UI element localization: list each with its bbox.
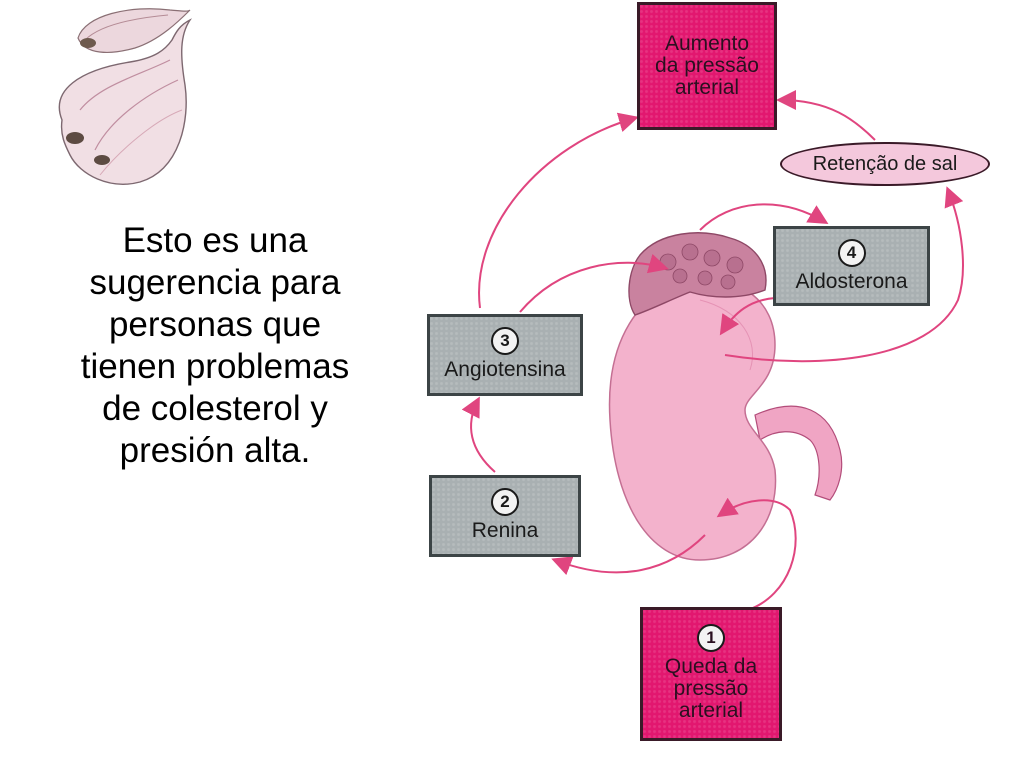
decreased-pressure-box: 1 Queda da pressão arterial [640,607,782,741]
step-number-badge: 4 [837,239,866,267]
increased-pressure-box: Aumento da pressão arterial [637,2,777,130]
angiotensin-label: Angiotensina [444,358,566,381]
angiotensin-box: 3 Angiotensina [427,314,583,396]
salt-retention-label: Retenção de sal [812,153,958,175]
step-number-badge: 2 [491,488,519,516]
renin-label: Renina [471,519,539,542]
slide-text-line: de colesterol y [102,389,328,428]
aldosterone-box: 4 Aldosterona [773,226,930,306]
aldosterone-label: Aldosterona [795,270,908,293]
decreased-pressure-line: Queda da [664,655,758,678]
arrow-renina-to-angiotensina [461,396,496,473]
garlic-illustration [58,8,193,185]
increased-pressure-line: da pressão [655,54,759,77]
arrow-adrenal-to-aldosterona [699,203,829,231]
slide-text-line: tienen problemas [80,347,350,386]
slide-text-line: Esto es una [122,221,308,260]
arrow-queda-to-kidney [716,497,797,611]
arrow-aldosterona-to-kidney [719,297,776,336]
slide-text: Esto es una sugerencia para personas que… [40,220,390,472]
arrow-kidney-to-renina [551,534,706,576]
step-number-badge: 3 [491,327,519,355]
arrow-retention-to-aumento [776,90,876,141]
slide-text-line: sugerencia para [89,263,341,302]
increased-pressure-line: Aumento [664,32,750,55]
ureter [754,405,843,501]
renin-box: 2 Renina [429,475,581,557]
increased-pressure-line: arterial [674,76,740,99]
arrow-angiotensina-to-adrenal [519,253,669,313]
decreased-pressure-line: arterial [678,699,744,722]
step-number-badge: 1 [697,624,725,652]
arrow-kidney-to-retention [724,186,964,363]
slide-text-line: personas que [108,305,322,344]
arrow-angiotensina-to-aumento [478,112,639,309]
kidney-illustration [608,278,777,561]
slide-text-line: presión alta. [119,431,311,470]
adrenal-gland-illustration [628,232,767,316]
salt-retention-ellipse: Retenção de sal [780,142,990,186]
decreased-pressure-line: pressão [673,677,749,700]
